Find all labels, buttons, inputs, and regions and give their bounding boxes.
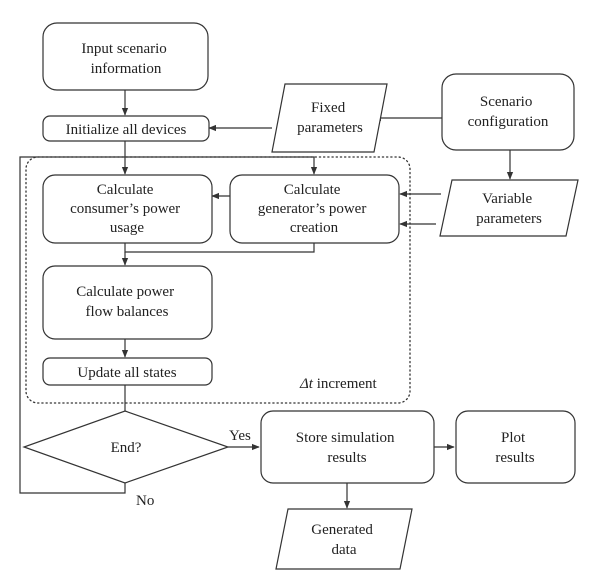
scenario-configuration-box [441,73,575,151]
scenario-configuration-label: Scenario configuration [468,94,549,130]
input-scenario-box [42,22,209,91]
consumer-power-box [42,174,213,244]
initialize-devices-label: Initialize all devices [66,122,187,138]
variable-parameters-label: Variable parameters [476,191,542,227]
delta-t-increment-label: Δt increment [299,376,378,392]
initialize-devices-box [42,115,210,142]
connectors [19,90,514,509]
update-states-box [42,357,213,386]
fixed-parameters-label: Fixed parameters [297,100,363,136]
generator-power-box [229,174,400,244]
power-flow-label: Calculate power flow balances [76,284,178,320]
update-states-label: Update all states [77,365,176,381]
yes-edge-label: Yes [229,428,251,444]
generated-data-box [275,508,413,570]
store-results-box [260,410,435,484]
no-edge-label: No [136,493,154,509]
generator-power-label: Calculate generator’s power creation [258,182,370,236]
fixed-parameters-box [271,83,388,153]
plot-results-label: Plot results [495,430,534,466]
input-scenario-label: Input scenario information [81,41,170,77]
generated-data-label: Generated data [311,522,376,558]
end-decision-diamond [22,410,230,484]
end-decision-label: End? [111,440,142,456]
consumer-power-label: Calculate consumer’s power usage [70,182,184,236]
store-results-label: Store simulation results [296,430,399,466]
plot-results-box [455,410,576,484]
variable-parameters-box [439,179,579,237]
power-flow-box [42,265,213,340]
